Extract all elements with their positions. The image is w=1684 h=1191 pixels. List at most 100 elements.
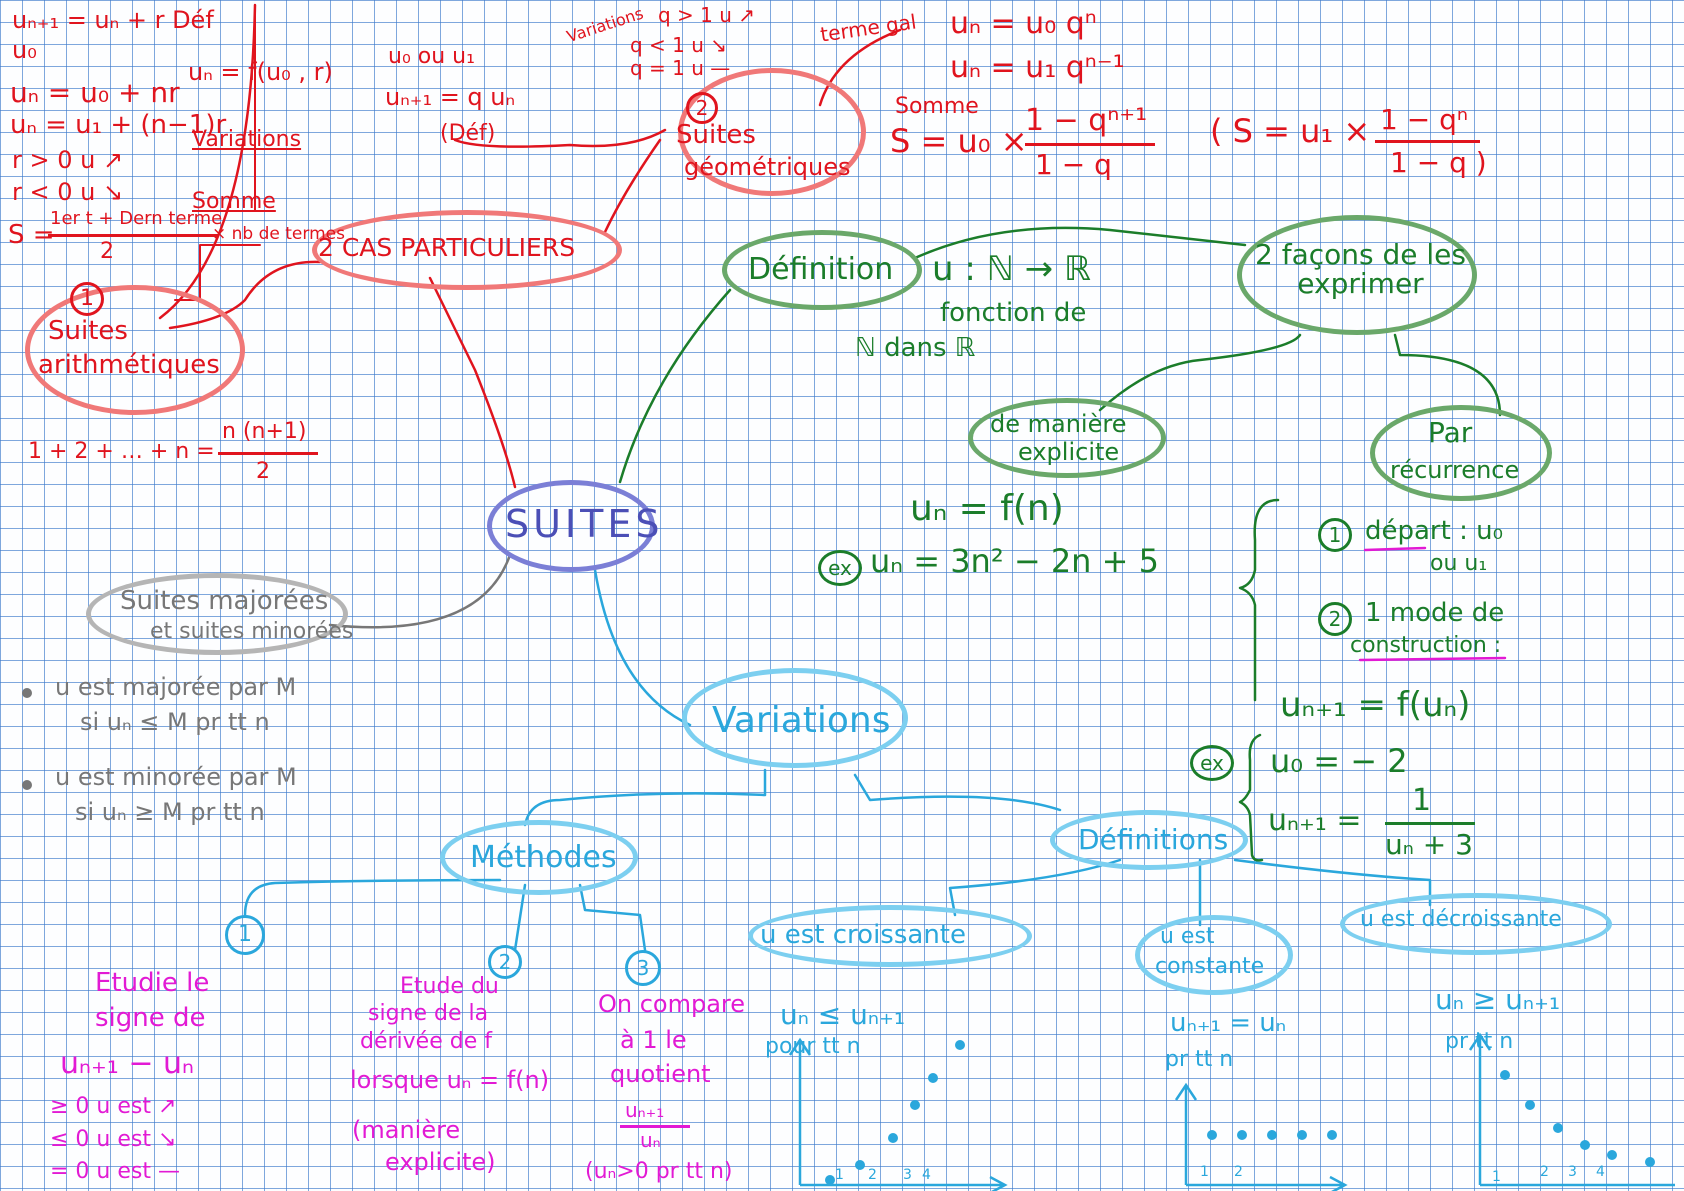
croissante-bubble[interactable] xyxy=(748,905,1032,967)
sum-num: n (n+1) xyxy=(222,419,307,444)
croissante-dot xyxy=(928,1073,938,1083)
rec-2-text-2: construction : xyxy=(1350,633,1502,658)
arith-note-6: r < 0 u ↘ xyxy=(12,178,124,206)
method-1-line-6: = 0 u est — xyxy=(50,1159,180,1184)
explicit-label-2: explicite xyxy=(1018,438,1120,466)
particuliers-label: 2 CAS PARTICULIERS xyxy=(318,233,576,262)
arith-somme: Somme xyxy=(192,189,276,214)
constante-f1: uₙ₊₁ = uₙ xyxy=(1170,1008,1287,1038)
arith-num-badge: 1 xyxy=(70,282,104,316)
decroissante-f1: uₙ ≥ uₙ₊₁ xyxy=(1435,983,1561,1016)
decroissante-dot xyxy=(1500,1070,1510,1080)
definition-text-1: fonction de xyxy=(940,298,1087,328)
variations-bubble[interactable] xyxy=(682,668,908,768)
bounded-bubble[interactable] xyxy=(86,573,348,655)
rec-label-1: Par xyxy=(1428,416,1473,449)
method-3-line-3: quotient xyxy=(610,1060,711,1088)
recurrence-bubble[interactable] xyxy=(1370,405,1552,501)
rec-1-text-2: ou u₁ xyxy=(1430,551,1488,576)
arith-label-2: arithmétiques xyxy=(38,350,220,380)
geo-var-2: q < 1 u ↘ xyxy=(630,33,728,57)
method-2-line-4: lorsque uₙ = f(n) xyxy=(350,1066,550,1094)
decroissante-dot xyxy=(1525,1100,1535,1110)
geo-var-1: q > 1 u ↗ xyxy=(658,3,756,27)
definitions-bubble[interactable] xyxy=(1050,810,1248,870)
explicit-ex-badge: ex xyxy=(818,550,862,586)
constante-dot xyxy=(1297,1130,1307,1140)
croissante-dot xyxy=(855,1160,865,1170)
method-3-line-4: uₙ₊₁ xyxy=(625,1098,665,1122)
decroissante-f2: pr tt n xyxy=(1445,1029,1514,1054)
rec-ex-1: u₀ = − 2 xyxy=(1270,742,1408,780)
arith-uf: uₙ = f(u₀ , r) xyxy=(188,58,333,86)
constante-bubble[interactable] xyxy=(1135,915,1293,995)
tick-d-4: 4 xyxy=(1596,1164,1605,1180)
croissante-dot xyxy=(888,1133,898,1143)
croissante-dot xyxy=(910,1100,920,1110)
decroissante-dot xyxy=(1553,1123,1563,1133)
bullet-2 xyxy=(22,780,32,790)
explicit-bubble[interactable] xyxy=(968,398,1166,478)
geo-s2-left: ( S = u₁ × xyxy=(1210,112,1371,150)
arith-somme-prefix: S = xyxy=(8,220,55,250)
geo-def-2: uₙ₊₁ = q uₙ xyxy=(385,83,516,111)
method-1-line-3: uₙ₊₁ − uₙ xyxy=(60,1046,195,1081)
arith-bubble[interactable] xyxy=(25,285,245,415)
definition-bubble[interactable] xyxy=(722,230,922,310)
geo-bubble[interactable] xyxy=(678,68,866,196)
method-2-line-3: dérivée de f xyxy=(360,1029,492,1054)
tick-c-3: 3 xyxy=(903,1167,912,1183)
decroissante-dot xyxy=(1580,1140,1590,1150)
tick-c-4: 4 xyxy=(922,1167,931,1183)
bounded-b1-1: u est majorée par M xyxy=(55,673,297,701)
geo-s1-bar xyxy=(1025,143,1155,146)
geo-s1-left: S = u₀ × xyxy=(890,122,1028,160)
geo-somme: Somme xyxy=(895,94,979,119)
croissante-dot xyxy=(955,1040,965,1050)
method-1-line-4: ≥ 0 u est ↗ xyxy=(50,1094,177,1119)
method-1-line-1: Etudie le xyxy=(95,968,210,998)
method-2-line-2: signe de la xyxy=(368,1001,489,1026)
tick-c-2: 2 xyxy=(868,1167,877,1183)
rec-ex-2-left: uₙ₊₁ = xyxy=(1268,803,1362,838)
method-3-line-2: à 1 le xyxy=(620,1026,687,1054)
sum-bar xyxy=(218,452,318,455)
definition-map: u : ℕ → ℝ xyxy=(932,249,1091,289)
method-1-badge: 1 xyxy=(225,915,265,955)
decroissante-dot xyxy=(1645,1157,1655,1167)
decroissante-bubble[interactable] xyxy=(1340,893,1612,955)
ways-bubble[interactable] xyxy=(1237,215,1477,335)
geo-s2-den: 1 − q ) xyxy=(1390,146,1487,179)
rec-2-text: 1 mode de xyxy=(1365,598,1505,628)
geo-def-1: u₀ ou u₁ xyxy=(388,44,475,69)
geo-f2: uₙ = u₁ qⁿ⁻¹ xyxy=(950,50,1125,85)
bounded-label-2: et suites minorées xyxy=(150,619,354,644)
constante-f2: pr tt n xyxy=(1165,1047,1234,1072)
center-bubble[interactable] xyxy=(487,480,655,572)
rec-ex-badge: ex xyxy=(1190,745,1234,781)
sum-den: 2 xyxy=(256,459,270,484)
croissante-label: u est croissante xyxy=(760,920,966,950)
method-2-line-5: (manière xyxy=(352,1116,461,1144)
bounded-label-1: Suites majorées xyxy=(120,586,329,616)
constante-dot xyxy=(1237,1130,1247,1140)
geo-s1-num: 1 − qⁿ⁺¹ xyxy=(1025,103,1148,138)
geo-var-3: q = 1 u — xyxy=(630,56,731,80)
method-3-badge: 3 xyxy=(625,950,661,986)
method-3-line-6: (uₙ>0 pr tt n) xyxy=(585,1159,733,1184)
explicit-label-1: de manière xyxy=(990,410,1127,438)
explicit-formula: uₙ = f(n) xyxy=(910,488,1064,529)
rec-ex-2-num: 1 xyxy=(1412,783,1432,818)
method-2-line-6: explicite) xyxy=(385,1148,496,1176)
method-2-line-1: Etude du xyxy=(400,974,499,999)
constante-dot xyxy=(1207,1130,1217,1140)
arith-variations: Variations xyxy=(192,127,302,152)
constante-label-2: constante xyxy=(1155,954,1265,979)
method-1-line-2: signe de xyxy=(95,1003,206,1033)
methodes-bubble[interactable] xyxy=(440,820,638,895)
particuliers-bubble[interactable] xyxy=(312,210,622,290)
method-2-badge: 2 xyxy=(488,945,522,979)
rec-2-badge: 2 xyxy=(1318,602,1352,636)
